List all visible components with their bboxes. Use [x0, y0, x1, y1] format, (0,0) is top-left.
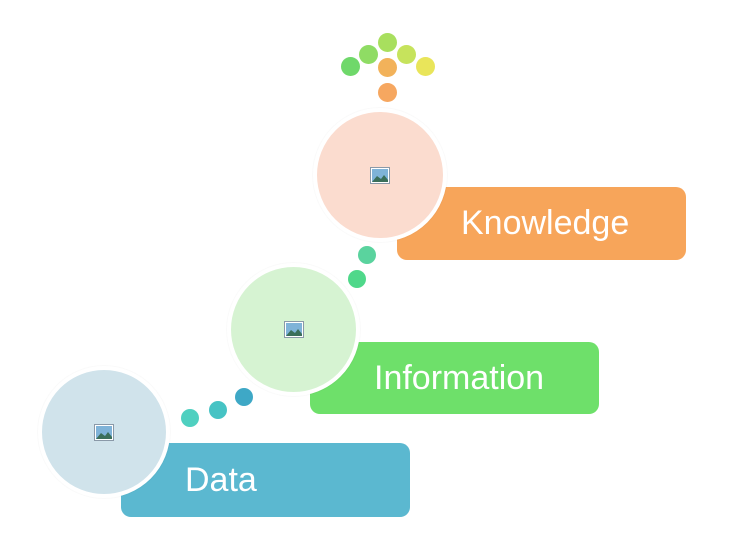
- data-label: Data: [185, 460, 257, 499]
- data-label-box: Data: [121, 443, 410, 517]
- knowledge-label-box: Knowledge: [397, 187, 686, 260]
- image-placeholder-icon: [370, 166, 390, 184]
- arrow-head-dot: [359, 45, 378, 64]
- arrow-stem-dot: [378, 58, 397, 77]
- image-placeholder-icon: [94, 423, 114, 441]
- knowledge-label: Knowledge: [461, 204, 630, 242]
- data-circle: [38, 366, 170, 498]
- arrow-head-dot: [416, 57, 435, 76]
- image-placeholder-icon: [283, 321, 304, 338]
- connector-dot: [348, 270, 366, 288]
- information-label-box: Information: [310, 342, 599, 414]
- information-circle: [227, 263, 360, 396]
- connector-dot: [235, 388, 253, 406]
- arrow-stem-dot: [378, 33, 397, 52]
- arrow-head-dot: [397, 45, 416, 64]
- knowledge-circle: [313, 108, 447, 242]
- information-label: Information: [374, 358, 545, 397]
- arrow-stem-dot: [378, 83, 397, 102]
- connector-dot: [358, 246, 376, 264]
- connector-dot: [181, 409, 199, 427]
- arrow-head-dot: [341, 57, 360, 76]
- connector-dot: [209, 401, 227, 419]
